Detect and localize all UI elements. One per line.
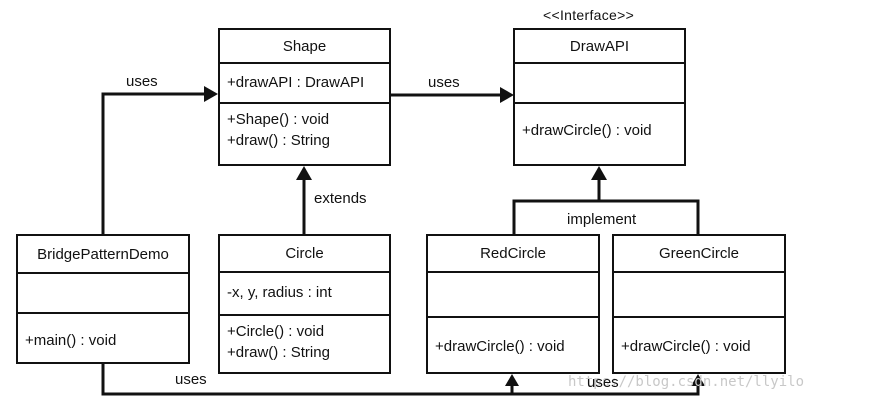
watermark: https://blog.csdn.net/llyilo bbox=[568, 374, 805, 390]
class-name: RedCircle bbox=[480, 245, 546, 262]
implement-label: implement bbox=[567, 211, 637, 228]
class-green-circle: GreenCircle +drawCircle() : void bbox=[612, 234, 786, 374]
method: +draw() : String bbox=[227, 132, 330, 149]
uses-label-bottom-left: uses bbox=[175, 371, 207, 388]
methods-compartment: +drawCircle() : void bbox=[614, 316, 784, 372]
method: +Shape() : void bbox=[227, 111, 330, 128]
uses-label-bottom-right: uses bbox=[587, 374, 619, 391]
class-name: GreenCircle bbox=[658, 245, 740, 262]
arrowhead-shape-bottom bbox=[296, 166, 312, 180]
methods-compartment: +Circle() : void +draw() : String bbox=[220, 314, 389, 372]
method: +drawCircle() : void bbox=[435, 338, 565, 355]
class-name: DrawAPI bbox=[569, 37, 630, 55]
method: +drawCircle() : void bbox=[522, 122, 652, 139]
class-name: BridgePatternDemo bbox=[37, 245, 169, 263]
attributes-compartment: -x, y, radius : int bbox=[220, 271, 389, 314]
method: +main() : void bbox=[25, 332, 117, 349]
methods-compartment: +Shape() : void +draw() : String bbox=[220, 102, 389, 164]
uses-arrow-demo-to-shape bbox=[101, 92, 208, 236]
class-name: Shape bbox=[282, 37, 327, 55]
methods-compartment: +drawCircle() : void bbox=[515, 102, 684, 164]
class-red-circle: RedCircle +drawCircle() : void bbox=[426, 234, 600, 374]
attribute: -x, y, radius : int bbox=[227, 284, 332, 301]
class-drawapi: DrawAPI +drawCircle() : void bbox=[513, 28, 686, 166]
attributes-compartment bbox=[515, 62, 684, 102]
implement-bracket bbox=[512, 199, 700, 236]
class-circle: Circle -x, y, radius : int +Circle() : v… bbox=[218, 234, 391, 374]
interface-stereotype: <<Interface>> bbox=[543, 7, 635, 23]
method: +draw() : String bbox=[227, 344, 330, 361]
attribute: +drawAPI : DrawAPI bbox=[227, 74, 365, 91]
arrowhead-greencircle-bottom bbox=[691, 374, 705, 386]
attributes-compartment bbox=[614, 271, 784, 316]
methods-compartment: +drawCircle() : void bbox=[428, 316, 598, 372]
arrowhead-drawapi-bottom bbox=[591, 166, 607, 180]
arrowhead-redcircle-bottom bbox=[505, 374, 519, 386]
uses-arrow-demo-to-circles bbox=[101, 362, 700, 396]
class-name: Circle bbox=[285, 245, 324, 262]
class-shape: Shape +drawAPI : DrawAPI +Shape() : void… bbox=[218, 28, 391, 166]
uses-label-shape-drawapi: uses bbox=[428, 74, 460, 91]
method: +Circle() : void bbox=[227, 323, 325, 340]
extends-label: extends bbox=[314, 190, 367, 207]
arrowhead-shape-left bbox=[204, 86, 218, 102]
class-bridge-pattern-demo: BridgePatternDemo +main() : void bbox=[16, 234, 190, 364]
uses-label-demo-shape: uses bbox=[126, 73, 158, 90]
attributes-compartment bbox=[428, 271, 598, 316]
methods-compartment: +main() : void bbox=[18, 312, 188, 362]
arrowhead-drawapi-left bbox=[500, 87, 514, 103]
attributes-compartment: +drawAPI : DrawAPI bbox=[220, 62, 389, 102]
attributes-compartment bbox=[18, 272, 188, 312]
method: +drawCircle() : void bbox=[621, 338, 751, 355]
